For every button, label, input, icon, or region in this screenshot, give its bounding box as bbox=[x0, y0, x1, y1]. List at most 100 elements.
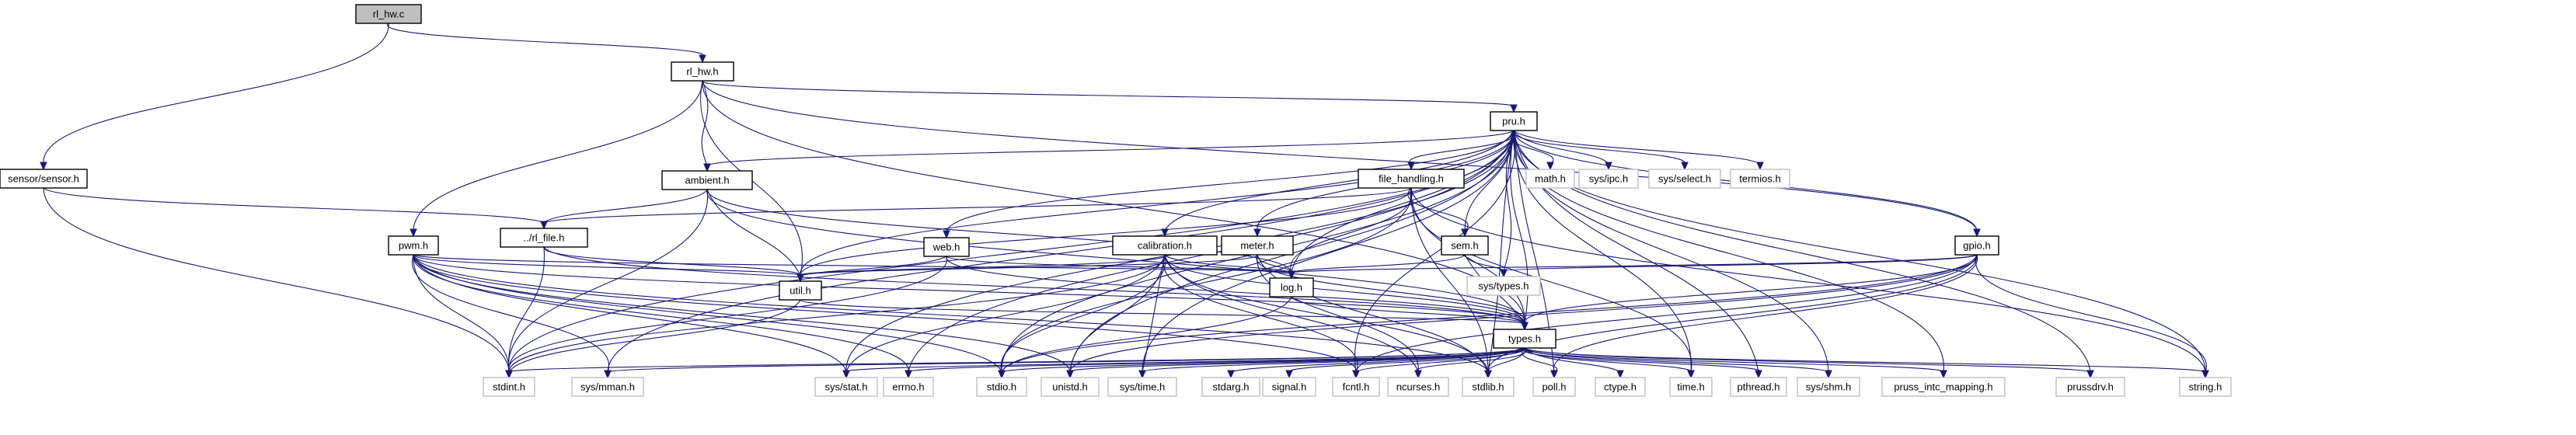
node-box[interactable] bbox=[1107, 377, 1177, 397]
node-math-h[interactable]: math.h bbox=[1525, 169, 1575, 189]
node-web-h[interactable]: web.h bbox=[923, 237, 970, 257]
node-box[interactable] bbox=[1387, 377, 1449, 397]
node-box[interactable] bbox=[1525, 169, 1575, 189]
node-sys-time-h[interactable]: sys/time.h bbox=[1107, 377, 1177, 397]
edge-line bbox=[413, 254, 801, 277]
node-box[interactable] bbox=[1332, 377, 1380, 397]
edge-arrowhead bbox=[40, 162, 47, 171]
node-sys-shm-h[interactable]: sys/shm.h bbox=[1797, 377, 1860, 397]
edge-arrowhead bbox=[1510, 104, 1518, 113]
edge-arrowhead bbox=[1687, 370, 1695, 379]
node-box[interactable] bbox=[1669, 377, 1713, 397]
node-unistd-h[interactable]: unistd.h bbox=[1041, 377, 1100, 397]
node-sys-select-h[interactable]: sys/select.h bbox=[1648, 169, 1721, 189]
edge-arrowhead bbox=[998, 370, 1006, 379]
node-sensor-h[interactable]: sensor/sensor.h bbox=[0, 169, 88, 189]
edge-line bbox=[1407, 187, 1469, 231]
node-rl-hw-h[interactable]: rl_hw.h bbox=[671, 61, 734, 82]
node-box[interactable] bbox=[1462, 377, 1515, 397]
edge-rl_hw_c-to-sensor_h bbox=[40, 23, 389, 171]
node-box[interactable] bbox=[1797, 377, 1860, 397]
node-box[interactable] bbox=[2055, 377, 2125, 397]
node-label: sys/ipc.h bbox=[1589, 173, 1629, 185]
edge-types_h-to-stdlib_h bbox=[1484, 347, 1525, 379]
edge-line bbox=[413, 254, 1357, 373]
node-ncurses-h[interactable]: ncurses.h bbox=[1387, 377, 1449, 397]
node-log-h[interactable]: log.h bbox=[1269, 277, 1314, 298]
node-box[interactable] bbox=[1201, 377, 1260, 397]
node-box[interactable] bbox=[1490, 111, 1538, 131]
node-stdlib-h[interactable]: stdlib.h bbox=[1462, 377, 1515, 397]
node-meter-h[interactable]: meter.h bbox=[1221, 235, 1294, 256]
node-box[interactable] bbox=[2179, 377, 2232, 397]
node-box[interactable] bbox=[1648, 169, 1721, 189]
node-poll-h[interactable]: poll.h bbox=[1532, 377, 1576, 397]
node-box[interactable] bbox=[923, 237, 970, 257]
node-ambient-h[interactable]: ambient.h bbox=[661, 170, 753, 190]
node-rl-file-h[interactable]: ../rl_file.h bbox=[500, 228, 588, 248]
node-errno-h[interactable]: errno.h bbox=[883, 377, 934, 397]
node-stdint-h[interactable]: stdint.h bbox=[483, 377, 535, 397]
node-sem-h[interactable]: sem.h bbox=[1441, 235, 1489, 256]
node-gpio-h[interactable]: gpio.h bbox=[1954, 235, 1999, 256]
node-time-h[interactable]: time.h bbox=[1669, 377, 1713, 397]
node-termios-h[interactable]: termios.h bbox=[1730, 169, 1790, 189]
node-box[interactable] bbox=[1730, 377, 1787, 397]
node-box[interactable] bbox=[1041, 377, 1100, 397]
node-box[interactable] bbox=[1262, 377, 1316, 397]
node-fcntl-h[interactable]: fcntl.h bbox=[1332, 377, 1380, 397]
node-box[interactable] bbox=[976, 377, 1027, 397]
node-box[interactable] bbox=[1358, 169, 1465, 189]
node-box[interactable] bbox=[814, 377, 878, 397]
node-box[interactable] bbox=[571, 377, 644, 397]
edge-types_h-to-ctype_h bbox=[1524, 347, 1624, 379]
node-box[interactable] bbox=[1730, 169, 1790, 189]
edge-line bbox=[1513, 130, 1829, 373]
node-prussdrv-h[interactable]: prussdrv.h bbox=[2055, 377, 2125, 397]
node-sys-mman-h[interactable]: sys/mman.h bbox=[571, 377, 644, 397]
node-box[interactable] bbox=[1493, 329, 1556, 349]
node-box[interactable] bbox=[483, 377, 535, 397]
edge-types_h-to-ncurses_h bbox=[1414, 347, 1527, 379]
node-stdio-h[interactable]: stdio.h bbox=[976, 377, 1027, 397]
node-box[interactable] bbox=[1269, 277, 1314, 298]
node-sys-ipc-h[interactable]: sys/ipc.h bbox=[1578, 169, 1639, 189]
node-box[interactable] bbox=[0, 169, 88, 189]
node-box[interactable] bbox=[1954, 235, 1999, 256]
node-box[interactable] bbox=[779, 280, 822, 301]
edge-pwm_h-to-errno_h bbox=[413, 254, 912, 379]
node-pruss-intc-mapping-h[interactable]: pruss_intc_mapping.h bbox=[1881, 377, 2006, 397]
node-box[interactable] bbox=[1881, 377, 2006, 397]
node-signal-h[interactable]: signal.h bbox=[1262, 377, 1316, 397]
node-types-h[interactable]: types.h bbox=[1493, 329, 1556, 349]
node-stdarg-h[interactable]: stdarg.h bbox=[1201, 377, 1260, 397]
node-sys-stat-h[interactable]: sys/stat.h bbox=[814, 377, 878, 397]
node-box[interactable] bbox=[500, 228, 588, 248]
node-box[interactable] bbox=[1595, 377, 1646, 397]
node-box[interactable] bbox=[1578, 169, 1639, 189]
node-sys-types-h[interactable]: sys/types.h bbox=[1466, 276, 1541, 296]
node-box[interactable] bbox=[1112, 235, 1218, 256]
edge-arrowhead bbox=[943, 230, 950, 239]
edge-line bbox=[1416, 347, 1527, 373]
node-rl-hw-c[interactable]: rl_hw.c bbox=[355, 4, 422, 24]
node-box[interactable] bbox=[1221, 235, 1294, 256]
node-ctype-h[interactable]: ctype.h bbox=[1595, 377, 1646, 397]
edge-line bbox=[1291, 254, 1466, 273]
node-box[interactable] bbox=[388, 235, 439, 256]
node-box[interactable] bbox=[355, 4, 422, 24]
node-pthread-h[interactable]: pthread.h bbox=[1730, 377, 1787, 397]
node-label: web.h bbox=[932, 242, 960, 253]
node-pwm-h[interactable]: pwm.h bbox=[388, 235, 439, 256]
node-box[interactable] bbox=[671, 61, 734, 82]
node-calibration-h[interactable]: calibration.h bbox=[1112, 235, 1218, 256]
node-box[interactable] bbox=[1466, 276, 1541, 296]
node-box[interactable] bbox=[883, 377, 934, 397]
node-box[interactable] bbox=[1441, 235, 1489, 256]
node-file-handling-h[interactable]: file_handling.h bbox=[1358, 169, 1465, 189]
node-box[interactable] bbox=[1532, 377, 1576, 397]
node-string-h[interactable]: string.h bbox=[2179, 377, 2232, 397]
node-box[interactable] bbox=[661, 170, 753, 190]
node-pru-h[interactable]: pru.h bbox=[1490, 111, 1538, 131]
node-util-h[interactable]: util.h bbox=[779, 280, 822, 301]
